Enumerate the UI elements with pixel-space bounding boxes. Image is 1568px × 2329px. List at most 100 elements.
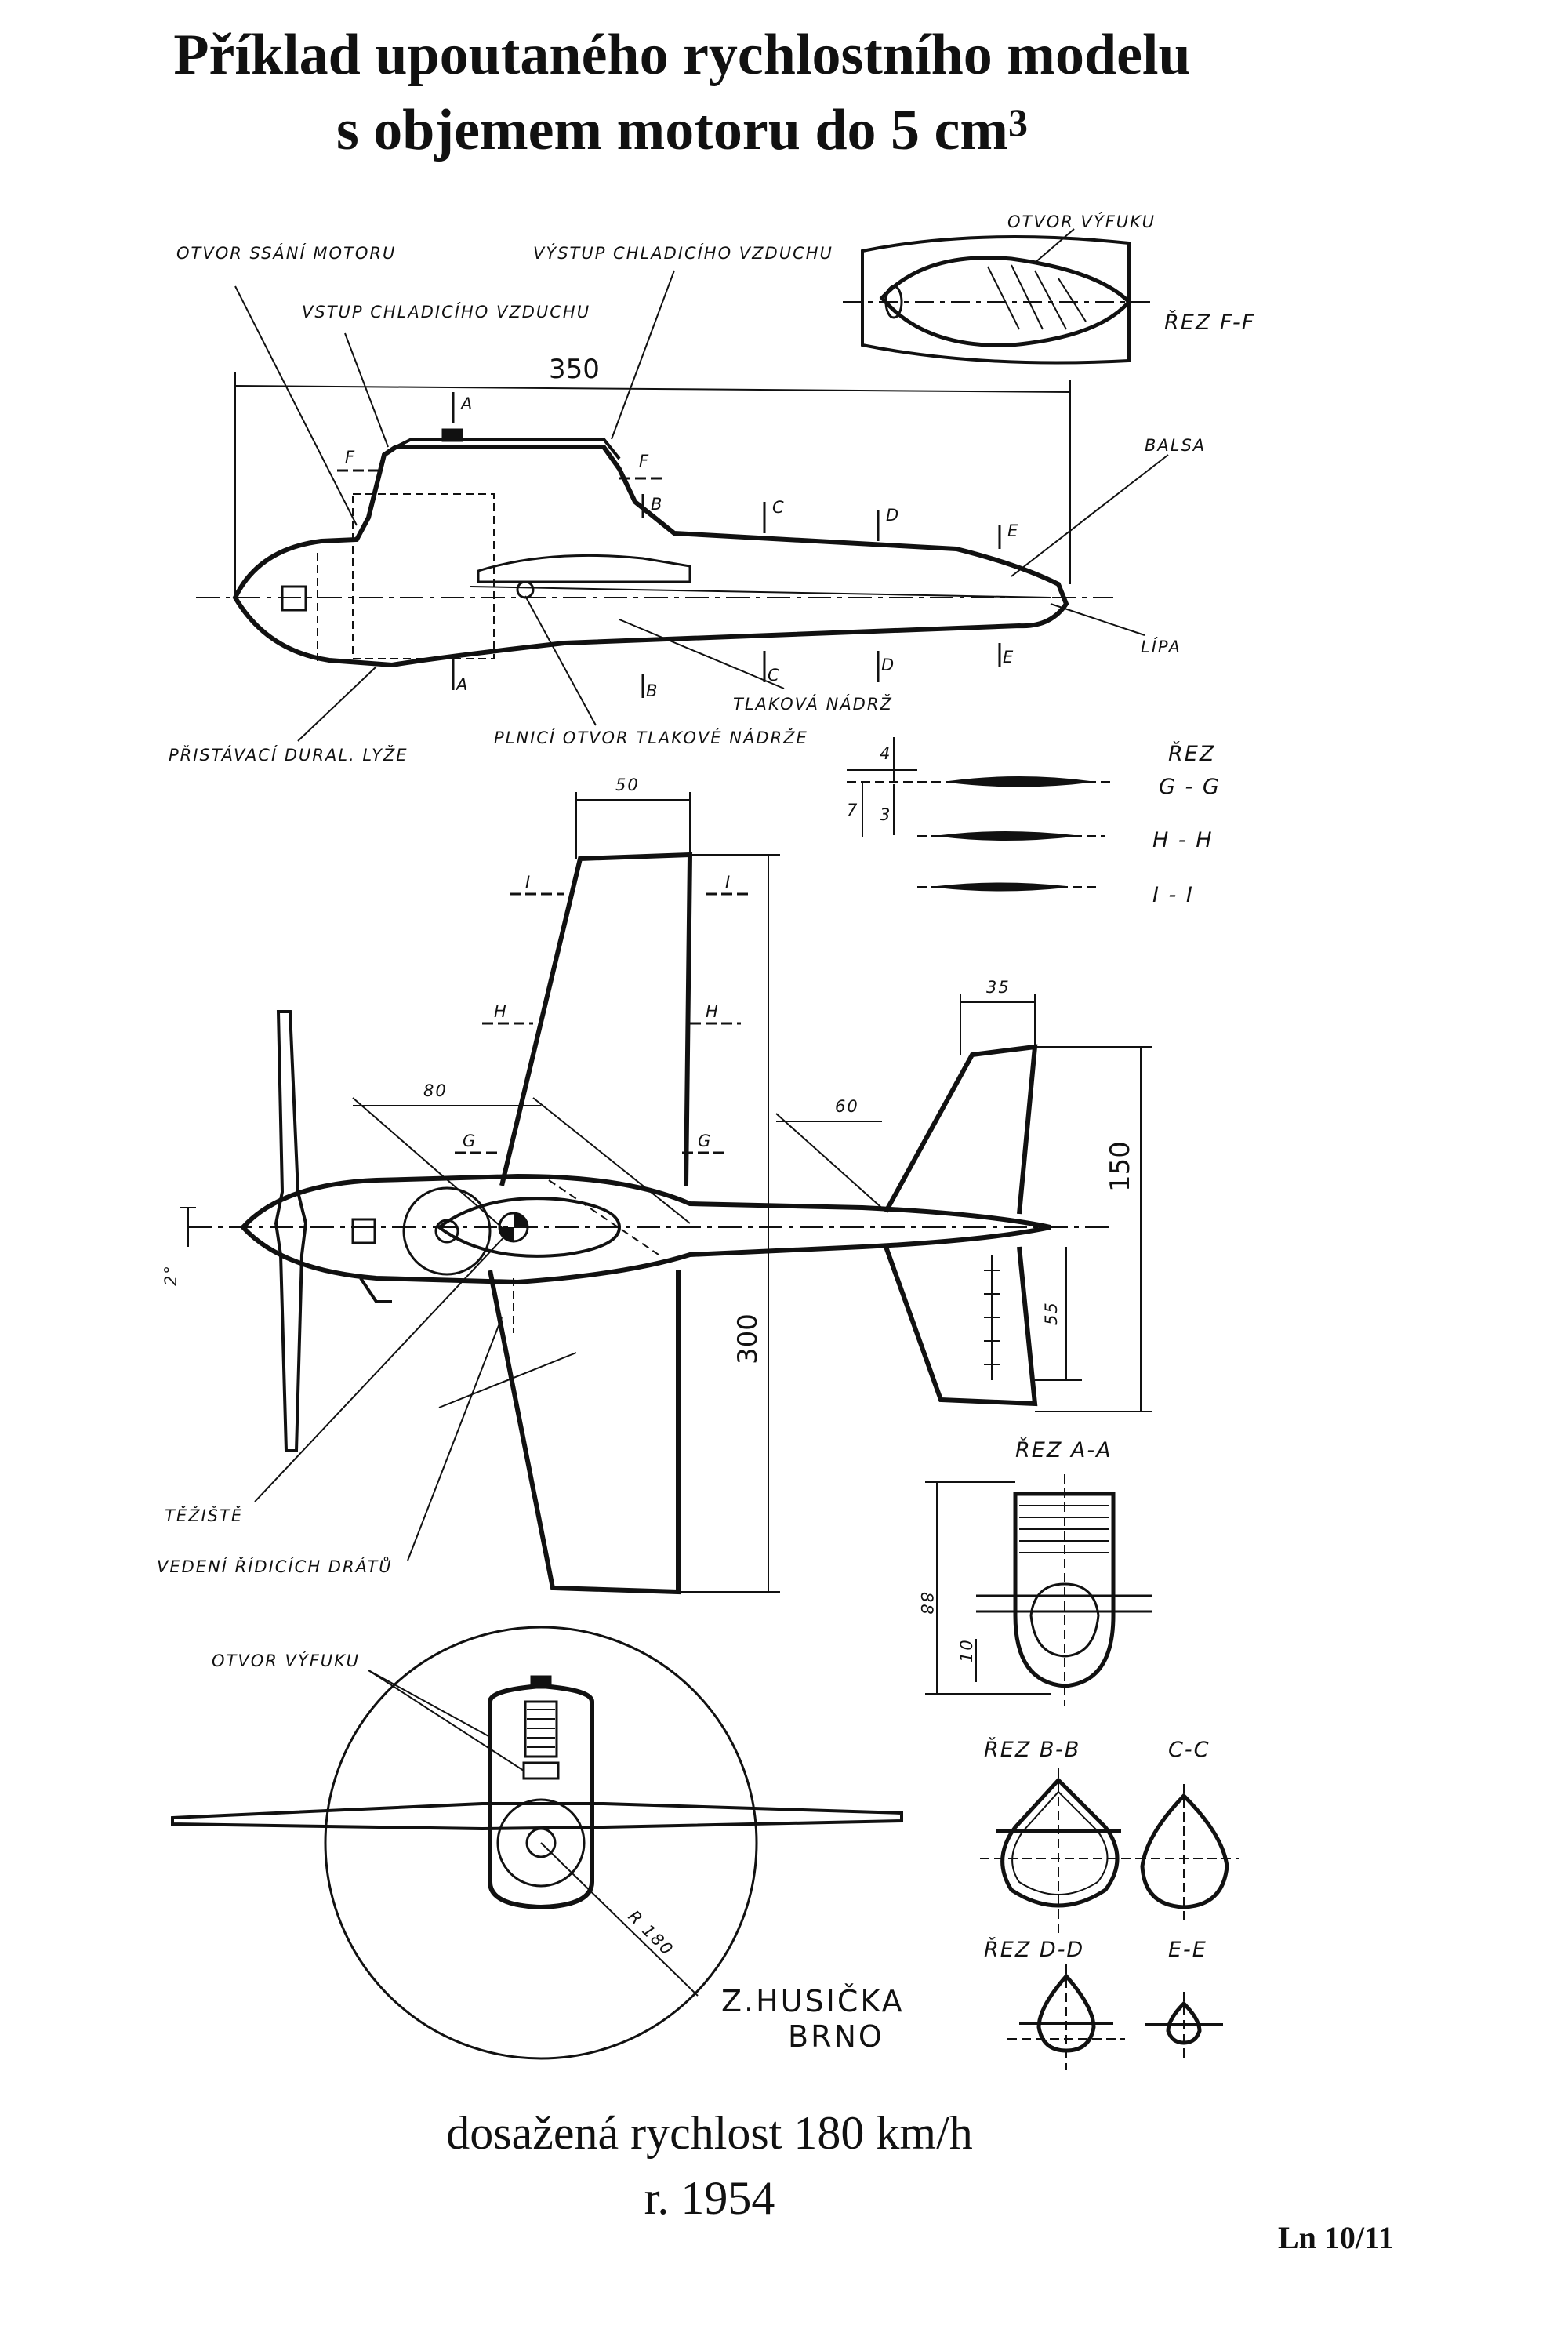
top-dim-80: 80 [423,1081,448,1100]
section-ee-label: E-E [1168,1938,1207,1962]
side-fill-hole [516,580,535,599]
section-bb-inner [1011,1790,1109,1895]
top-dim-root: 50 [615,776,640,794]
section-aa-dim-88: 88 [917,1592,936,1616]
section-ff-hatch [987,264,1087,330]
side-section-letter: C [768,666,781,685]
wing-section-dim: 3 [880,805,891,824]
section-aa: ŘEZ A-A 88 10 [917,1437,1152,1706]
top-dim-60: 60 [835,1097,859,1116]
top-label-cg: TĚŽIŠTĚ [165,1506,243,1525]
section-aa-dims [925,1481,1051,1695]
wing-section-dim: 4 [880,744,891,763]
section-ff-profile [879,256,1132,347]
top-dim-150: 150 [1105,1141,1136,1192]
reference-code: Ln 10/11 [1278,2220,1394,2255]
author-city: BRNO [788,2019,884,2054]
top-leaders [254,1230,577,1561]
section-aa-label: ŘEZ A-A [1015,1437,1112,1462]
top-cut-label: G [463,1132,477,1150]
top-engine-circle [402,1186,492,1276]
wing-sections: ŘEZ G - G H - H I - I 4 3 7 [847,737,1221,907]
top-labels: 50 80 60 35 150 300 55 2° I I H H G G [162,776,1136,1364]
front-cylinder-fins [527,1709,555,1748]
side-section-marks [337,392,1001,698]
front-needle [530,1675,552,1689]
top-wing-upper [499,852,693,1186]
side-section-letter: E [1007,521,1019,540]
top-cut-label: I [725,873,731,892]
side-spinner-box [281,585,307,612]
side-section-letter: B [651,495,663,514]
front-radius-label: R 180 [624,1907,677,1960]
top-dim-55: 55 [1042,1301,1061,1325]
side-label-lipa: LÍPA [1141,637,1181,656]
top-tail-upper [884,1044,1038,1215]
small-sections: ŘEZ B-B C-C ŘEZ D-D E-E [980,1737,1239,2070]
section-ff-leader [1034,228,1075,263]
side-labels: OTVOR SSÁNÍ MOTORU VÝSTUP CHLADICÍHO VZD… [169,243,1206,765]
side-section-letter: E [1003,648,1014,667]
wing-section-dims [847,737,917,837]
section-aa-crankcase [1029,1582,1100,1658]
side-fuselage-outline [232,445,1069,668]
section-bb-shape [1000,1777,1120,1908]
top-cut-label: H [494,1002,508,1021]
side-engine-hidden [352,493,495,659]
side-section-letter: D [886,506,900,525]
top-propeller [274,1010,308,1452]
side-label-skid: PŘISTÁVACÍ DURAL. LYŽE [169,745,408,765]
top-wing-lower [488,1270,681,1595]
top-cut-label: G [698,1132,712,1150]
top-wing-hidden [548,1179,659,1255]
speed-caption: dosažená rychlost 180 km/h [446,2107,973,2159]
side-dim-line [234,385,1071,393]
side-leaders [234,270,1169,742]
title-line-2: s objemem motoru do 5 cm3 [0,93,1364,168]
front-cylinder-head [524,1700,558,1758]
wing-section-row: G - G [1159,775,1221,799]
front-leader [368,1670,491,1738]
top-dim-300: 300 [732,1313,764,1364]
top-dim-35: 35 [986,978,1011,997]
author-block: Z.HUSIČKA BRNO [721,1984,902,2054]
title-line-2-text: s objemem motoru do 5 cm [336,98,1008,162]
front-view: OTVOR VÝFUKU R 180 [171,1626,903,2060]
side-label-fill: PLNICÍ OTVOR TLAKOVÉ NÁDRŽE [494,728,808,747]
page-title: Příklad upoutaného rychlostního modelu s… [0,17,1364,168]
front-radius-line [540,1842,699,1997]
title-line-1: Příklad upoutaného rychlostního modelu [173,23,1191,87]
top-view: 50 80 60 35 150 300 55 2° I I H H G G TĚ… [157,776,1152,1595]
side-section-letter: F [345,448,356,467]
title-superscript: 3 [1008,100,1028,144]
section-ff: OTVOR VÝFUKU ŘEZ F-F [843,212,1254,365]
side-section-letter: F [639,452,650,471]
top-fuselage [239,1173,1051,1285]
side-label-balsa: BALSA [1145,436,1206,455]
side-section-letter: C [772,498,786,517]
section-aa-dim-10: 10 [957,1638,976,1662]
wing-section-dim: 7 [847,801,858,819]
top-cut-marks [455,892,753,1154]
wing-section-heading: ŘEZ [1168,741,1215,766]
wing-section-row: I - I [1152,883,1194,907]
section-cc-label: C-C [1168,1738,1210,1762]
top-needle [351,1218,376,1244]
top-label-wires: VEDENÍ ŘÍDICÍCH DRÁTŮ [157,1556,393,1576]
side-tank [477,554,691,583]
section-bb-label: ŘEZ B-B [984,1737,1080,1762]
top-dim-angle: 2° [162,1264,180,1286]
top-control-horn [359,1277,392,1303]
front-leader [368,1670,524,1771]
front-wing [171,1802,903,1831]
top-cut-label: H [706,1002,720,1021]
side-label-intake: OTVOR SSÁNÍ MOTORU [176,243,396,263]
section-dd-label: ŘEZ D-D [984,1937,1084,1962]
wing-section-row: H - H [1152,828,1214,852]
section-aa-body [1013,1492,1116,1688]
side-needle-valve [441,428,463,442]
side-section-letter: A [459,394,474,413]
side-label-tank: TLAKOVÁ NÁDRŽ [733,694,893,714]
top-spinner [434,1219,459,1244]
wing-section-axes [847,781,1113,888]
